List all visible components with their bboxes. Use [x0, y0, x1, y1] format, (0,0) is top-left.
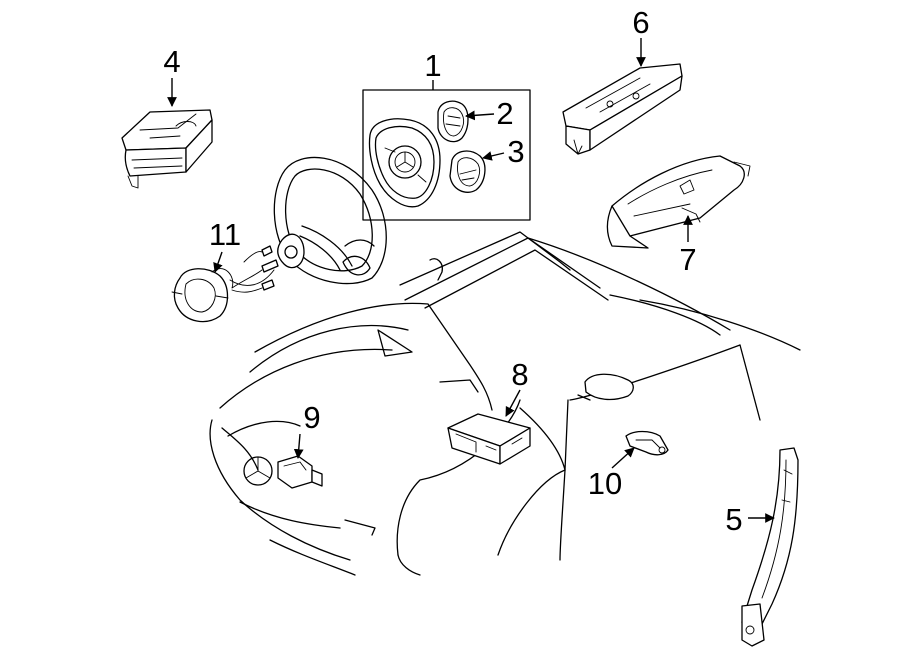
callout-label: 7	[679, 242, 696, 277]
callout-label: 5	[725, 502, 742, 537]
callout-3: 3	[482, 134, 525, 169]
callout-11: 11	[209, 217, 241, 273]
knee-airbag	[562, 63, 683, 155]
airbag-control-module	[447, 413, 531, 465]
callout-label: 11	[209, 217, 241, 252]
callout-label: 10	[588, 466, 622, 501]
vehicle-outline	[209, 231, 801, 576]
callout-9: 9	[293, 400, 321, 459]
steering-wheel	[273, 156, 387, 285]
callout-7: 7	[679, 215, 697, 277]
callout-1: 1	[424, 48, 442, 90]
passenger-airbag	[121, 109, 213, 189]
side-airbag	[606, 155, 751, 249]
callout-label: 4	[163, 44, 180, 79]
side-impact-sensor	[625, 430, 669, 456]
callout-2: 2	[465, 96, 514, 131]
callout-label: 2	[496, 96, 513, 131]
callout-4: 4	[163, 44, 181, 107]
front-impact-sensor	[277, 455, 323, 489]
driver-airbag-kit	[362, 89, 531, 221]
callout-label: 8	[511, 357, 528, 392]
callout-label: 1	[424, 48, 441, 83]
curtain-airbag	[741, 447, 799, 647]
clock-spring	[171, 245, 279, 323]
callout-5: 5	[725, 502, 775, 537]
callout-label: 6	[632, 5, 649, 40]
callout-label: 9	[303, 400, 320, 435]
callout-6: 6	[632, 5, 650, 67]
callout-label: 3	[507, 134, 524, 169]
callout-8: 8	[505, 357, 529, 417]
callout-10: 10	[588, 447, 635, 501]
